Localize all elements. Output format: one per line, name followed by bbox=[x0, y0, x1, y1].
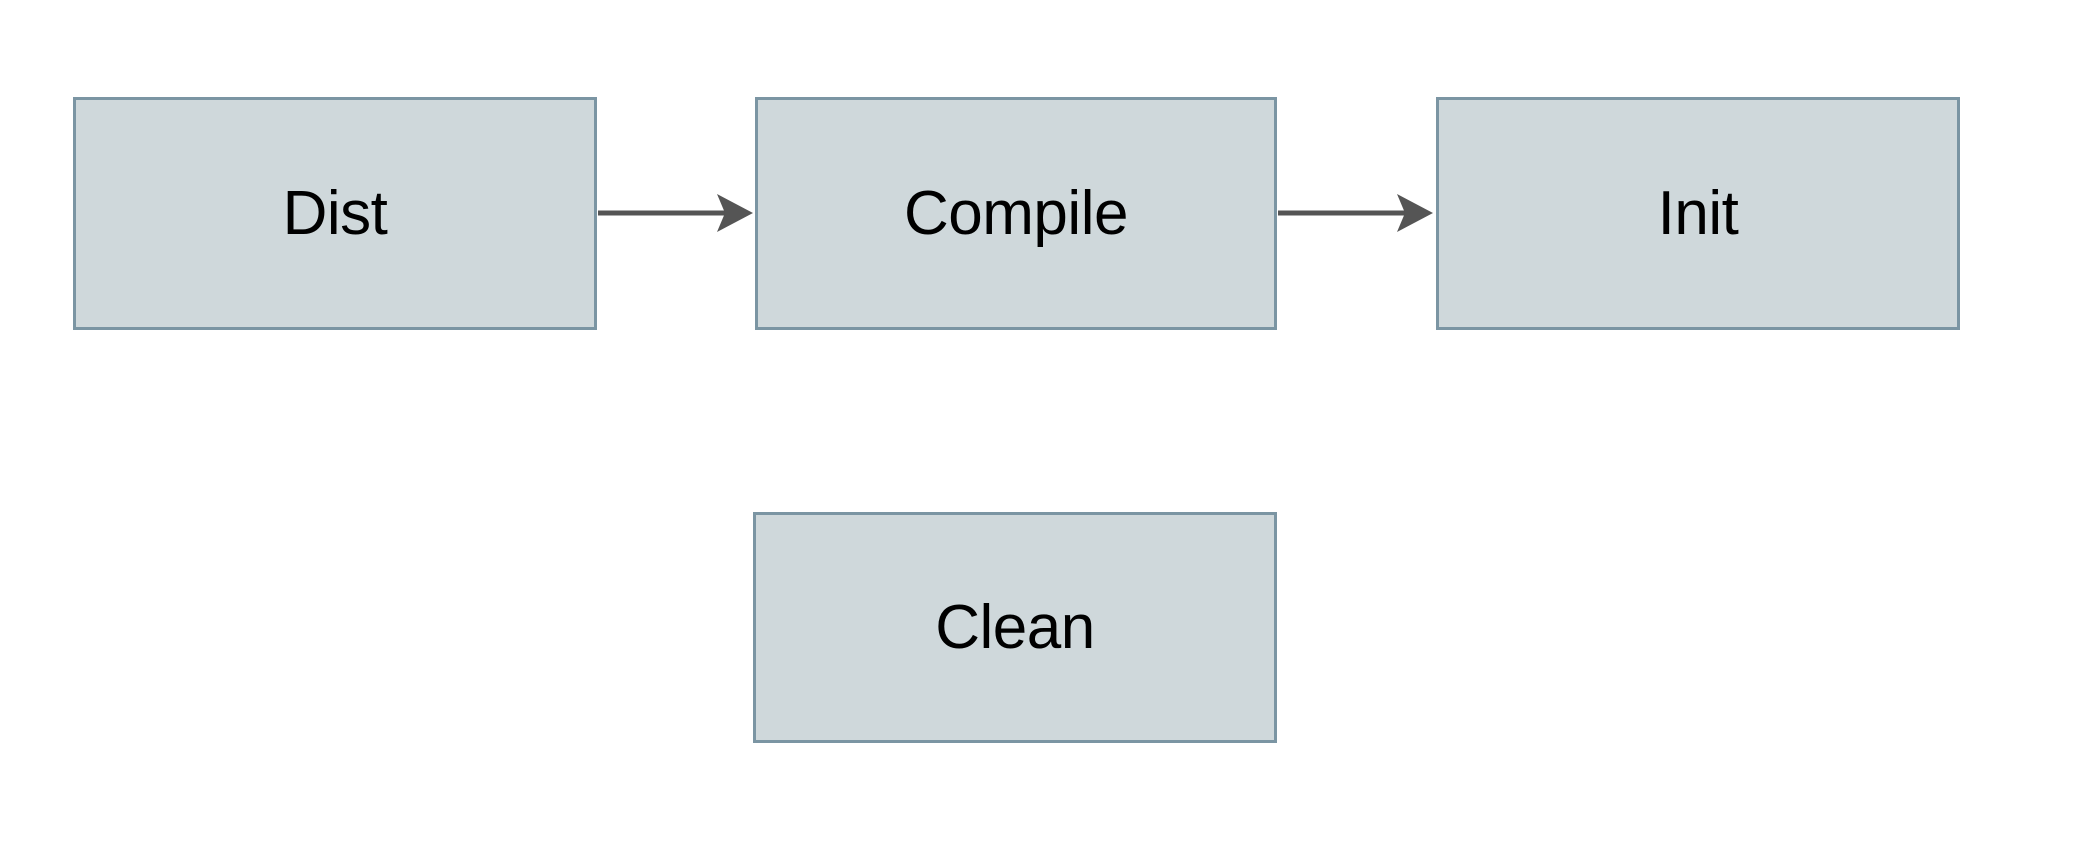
node-compile-label: Compile bbox=[904, 178, 1128, 248]
node-init-label: Init bbox=[1657, 178, 1739, 248]
node-clean[interactable]: Clean bbox=[753, 512, 1277, 743]
node-init[interactable]: Init bbox=[1436, 97, 1960, 330]
node-clean-label: Clean bbox=[935, 592, 1095, 662]
node-compile[interactable]: Compile bbox=[755, 97, 1277, 330]
edge-compile-to-init bbox=[1278, 186, 1436, 240]
edge-dist-to-compile bbox=[598, 186, 756, 240]
node-dist[interactable]: Dist bbox=[73, 97, 597, 330]
node-dist-label: Dist bbox=[282, 178, 388, 248]
